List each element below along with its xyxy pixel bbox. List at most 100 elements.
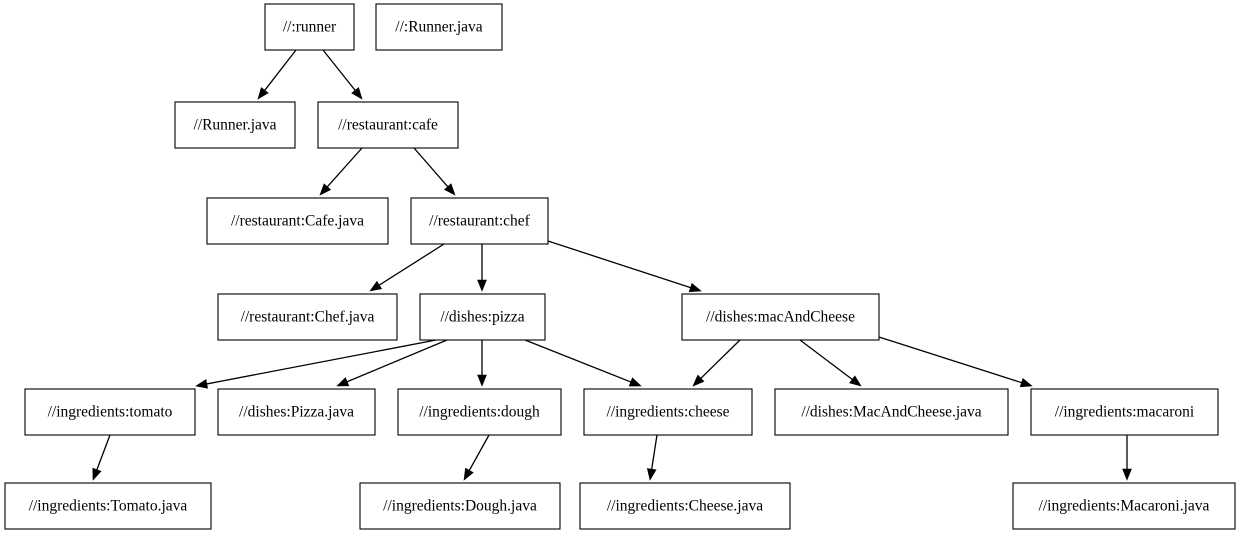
node-tomato_java[interactable]: //ingredients:Tomato.java bbox=[4, 482, 212, 530]
node-ing_tomato[interactable]: //ingredients:tomato bbox=[24, 388, 196, 436]
node-label: //ingredients:dough bbox=[419, 404, 540, 421]
edge-line bbox=[878, 336, 1022, 384]
node-label: //Runner.java bbox=[193, 117, 276, 134]
node-runner_java_root[interactable]: //:Runner.java bbox=[375, 3, 503, 51]
edge-restaurant_cafe-to-restaurant_chef bbox=[413, 147, 456, 196]
node-box[interactable] bbox=[579, 482, 791, 530]
node-mac_java[interactable]: //dishes:MacAndCheese.java bbox=[774, 388, 1009, 436]
edge-arrowhead bbox=[849, 375, 862, 387]
edges-layer bbox=[92, 49, 1132, 481]
node-box[interactable] bbox=[264, 3, 355, 51]
edge-line bbox=[413, 147, 449, 188]
edge-arrowhead bbox=[463, 467, 474, 481]
edge-arrowhead bbox=[319, 183, 332, 196]
edge-runner-to-runner_java bbox=[257, 49, 297, 100]
node-box[interactable] bbox=[174, 101, 296, 149]
node-runner_java[interactable]: //Runner.java bbox=[174, 101, 296, 149]
edge-dishes_mac-to-mac_java bbox=[799, 339, 862, 387]
edge-dishes_pizza-to-pizza_java bbox=[336, 339, 448, 387]
node-chef_java[interactable]: //restaurant:Chef.java bbox=[217, 293, 398, 341]
edge-restaurant_chef-to-dishes_mac bbox=[547, 240, 702, 293]
node-ing_dough[interactable]: //ingredients:dough bbox=[397, 388, 562, 436]
node-label: //ingredients:Macaroni.java bbox=[1039, 498, 1210, 515]
node-restaurant_chef[interactable]: //restaurant:chef bbox=[410, 197, 549, 245]
node-ing_macaroni[interactable]: //ingredients:macaroni bbox=[1030, 388, 1219, 436]
node-label: //dishes:macAndCheese bbox=[706, 309, 855, 326]
node-runner[interactable]: //:runner bbox=[264, 3, 355, 51]
node-label: //ingredients:Tomato.java bbox=[29, 498, 188, 515]
node-cheese_java[interactable]: //ingredients:Cheese.java bbox=[579, 482, 791, 530]
edge-arrowhead bbox=[1019, 377, 1033, 388]
node-box[interactable] bbox=[359, 482, 561, 530]
edge-line bbox=[468, 434, 490, 471]
edge-line bbox=[264, 49, 297, 91]
edge-arrowhead bbox=[369, 280, 383, 292]
edge-arrowhead bbox=[443, 183, 456, 196]
node-dishes_pizza[interactable]: //dishes:pizza bbox=[419, 293, 546, 341]
edge-dishes_pizza-to-ing_tomato bbox=[195, 339, 437, 389]
edge-dishes_pizza-to-ing_cheese bbox=[524, 339, 642, 387]
node-label: //restaurant:chef bbox=[429, 213, 531, 230]
edge-line bbox=[799, 339, 853, 380]
edge-arrowhead bbox=[257, 87, 269, 100]
node-macaroni_java[interactable]: //ingredients:Macaroni.java bbox=[1012, 482, 1236, 530]
edge-line bbox=[547, 240, 691, 289]
edge-arrowhead bbox=[351, 87, 363, 100]
node-box[interactable] bbox=[4, 482, 212, 530]
edge-line bbox=[206, 339, 437, 385]
edge-arrowhead bbox=[628, 377, 642, 387]
edge-line bbox=[378, 243, 445, 286]
edge-ing_macaroni-to-macaroni_java bbox=[1122, 435, 1132, 481]
node-box[interactable] bbox=[24, 388, 196, 436]
node-label: //restaurant:Cafe.java bbox=[231, 213, 364, 230]
edge-line bbox=[346, 339, 448, 383]
node-box[interactable] bbox=[375, 3, 503, 51]
node-box[interactable] bbox=[317, 101, 459, 149]
edge-arrowhead bbox=[477, 279, 487, 292]
node-ing_cheese[interactable]: //ingredients:cheese bbox=[583, 388, 753, 436]
node-box[interactable] bbox=[419, 293, 546, 341]
node-box[interactable] bbox=[217, 388, 376, 436]
node-box[interactable] bbox=[1030, 388, 1219, 436]
edge-line bbox=[651, 434, 658, 470]
node-box[interactable] bbox=[681, 293, 880, 341]
node-box[interactable] bbox=[397, 388, 562, 436]
node-dishes_mac[interactable]: //dishes:macAndCheese bbox=[681, 293, 880, 341]
node-box[interactable] bbox=[217, 293, 398, 341]
edge-dishes_mac-to-ing_cheese bbox=[692, 339, 741, 387]
node-dough_java[interactable]: //ingredients:Dough.java bbox=[359, 482, 561, 530]
edge-arrowhead bbox=[336, 377, 350, 387]
edge-arrowhead bbox=[92, 467, 102, 481]
node-box[interactable] bbox=[774, 388, 1009, 436]
edge-line bbox=[524, 339, 632, 383]
node-label: //ingredients:tomato bbox=[48, 404, 173, 421]
node-label: //ingredients:macaroni bbox=[1055, 404, 1195, 421]
edge-dishes_mac-to-ing_macaroni bbox=[878, 336, 1033, 388]
node-box[interactable] bbox=[1012, 482, 1236, 530]
node-cafe_java[interactable]: //restaurant:Cafe.java bbox=[206, 197, 389, 245]
node-pizza_java[interactable]: //dishes:Pizza.java bbox=[217, 388, 376, 436]
node-box[interactable] bbox=[410, 197, 549, 245]
node-restaurant_cafe[interactable]: //restaurant:cafe bbox=[317, 101, 459, 149]
node-label: //dishes:pizza bbox=[440, 309, 524, 326]
node-label: //ingredients:Dough.java bbox=[383, 498, 537, 515]
nodes-layer: //:runner //:Runner.java //Runner.java //re… bbox=[4, 3, 1236, 530]
node-box[interactable] bbox=[206, 197, 389, 245]
edge-arrowhead bbox=[646, 468, 657, 481]
node-label: //:runner bbox=[283, 19, 337, 36]
edge-arrowhead bbox=[688, 282, 702, 293]
node-label: //restaurant:Chef.java bbox=[241, 309, 375, 326]
node-label: //:Runner.java bbox=[395, 19, 483, 36]
edge-restaurant_chef-to-dishes_pizza bbox=[477, 244, 487, 292]
edge-restaurant_cafe-to-cafe_java bbox=[319, 147, 363, 196]
edge-line bbox=[322, 49, 356, 91]
edge-line bbox=[326, 147, 363, 188]
node-label: //ingredients:Cheese.java bbox=[607, 498, 763, 515]
edge-line bbox=[700, 339, 741, 379]
edge-ing_tomato-to-tomato_java bbox=[92, 434, 111, 481]
edge-runner-to-restaurant_cafe bbox=[322, 49, 363, 100]
node-label: //restaurant:cafe bbox=[338, 117, 438, 134]
node-box[interactable] bbox=[583, 388, 753, 436]
